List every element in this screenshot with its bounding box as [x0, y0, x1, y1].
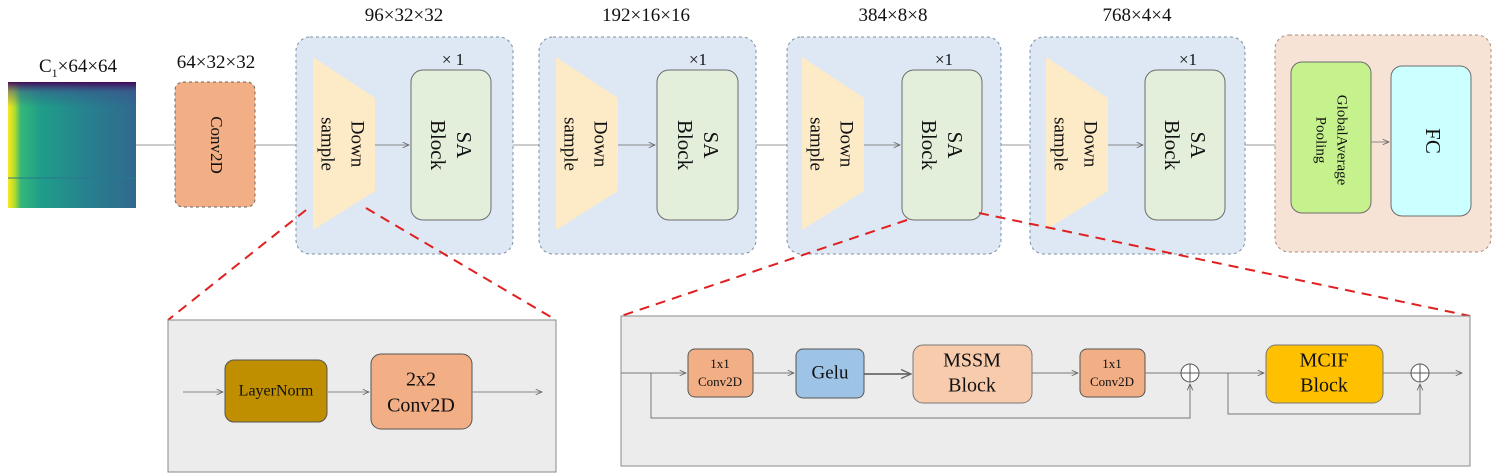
sa-conv2-label-1: 1x1 [1102, 356, 1122, 371]
downsample-conv-label-2: Conv2D [387, 395, 455, 417]
stage-4-sa-block [1144, 69, 1226, 221]
stage-1-sa-label-2: Block [426, 120, 450, 171]
global-pooling-label-2: Pooling [1313, 117, 1329, 164]
stage-1-repeat: × 1 [442, 50, 464, 69]
residual-connection-1 [650, 373, 1190, 419]
stage-4-downsample-label-2: sample [1050, 117, 1071, 171]
layernorm-label: LayerNorm [239, 383, 314, 400]
sa-conv1-label-1: 1x1 [710, 356, 730, 371]
mssm-label-1: MSSM [943, 350, 1001, 372]
stage-1-downsample-label-1: Down [347, 121, 368, 168]
stage-2-sa-block [656, 69, 739, 221]
fc-block [1390, 65, 1472, 217]
sa-conv1-label-2: Conv2D [698, 374, 742, 389]
stage-3-sa-label-2: Block [917, 120, 941, 171]
stage-2-sa-label-1: SA [699, 132, 723, 160]
mssm-label-2: Block [948, 375, 996, 397]
stage-3-downsample [802, 57, 864, 230]
stage-1-dims: 96×32×32 [365, 5, 443, 26]
stage-4-downsample-label-1: Down [1080, 121, 1101, 168]
layernorm-block [224, 359, 328, 423]
stage-4-repeat: ×1 [1179, 50, 1197, 69]
stage-1-sa-block [410, 69, 492, 221]
conv-stem-label: Conv2D [207, 116, 226, 174]
stage-4-sa-label-2: Block [1160, 120, 1184, 171]
input-feature-map [8, 82, 136, 208]
mcif-label-2: Block [1300, 375, 1348, 397]
stage-3-sa-label-1: SA [943, 132, 967, 160]
stage-1-downsample [313, 57, 375, 230]
stage-3-dims: 384×8×8 [859, 5, 928, 26]
stage-4-dims: 768×4×4 [1103, 5, 1172, 26]
mcif-block [1265, 344, 1384, 404]
gelu-label: Gelu [812, 362, 849, 383]
stage-3-downsample-label-2: sample [806, 117, 827, 171]
stage-2-downsample-label-1: Down [590, 121, 611, 168]
add-node-1 [1180, 363, 1200, 383]
downsample-conv-label-1: 2x2 [406, 369, 436, 391]
stage-4-downsample [1046, 57, 1108, 230]
conv-stem-block [174, 81, 256, 208]
stage-4-sa-label-1: SA [1186, 132, 1210, 160]
downsample-conv-block [370, 353, 473, 430]
stage-2-repeat: ×1 [689, 50, 707, 69]
zoom-line-left-2 [365, 207, 557, 321]
global-pooling-block [1290, 61, 1372, 214]
mssm-block [912, 344, 1033, 404]
sa-conv2-label-2: Conv2D [1090, 374, 1134, 389]
stage-1-downsample-label-2: sample [317, 117, 338, 171]
stage-3-sa-block [901, 69, 983, 221]
stage-2-dims: 192×16×16 [602, 5, 690, 26]
input-label: C1×64×64 [39, 56, 118, 80]
stage-1-sa-label-1: SA [452, 132, 476, 160]
stage-3-downsample-label-1: Down [836, 121, 857, 168]
residual-connection-2 [1227, 373, 1420, 415]
conv-stem-dims: 64×32×32 [177, 52, 255, 73]
add-node-2 [1410, 363, 1430, 383]
global-pooling-label-1: GlobalAverage [1334, 95, 1350, 186]
stage-2-downsample [556, 57, 618, 230]
stage-3-repeat: ×1 [935, 50, 953, 69]
fc-label: FC [1421, 128, 1445, 154]
zoom-line-left-1 [167, 209, 307, 321]
stage-2-downsample-label-2: sample [560, 117, 581, 171]
stage-2-sa-label-2: Block [673, 120, 697, 171]
mcif-label-1: MCIF [1300, 350, 1349, 372]
